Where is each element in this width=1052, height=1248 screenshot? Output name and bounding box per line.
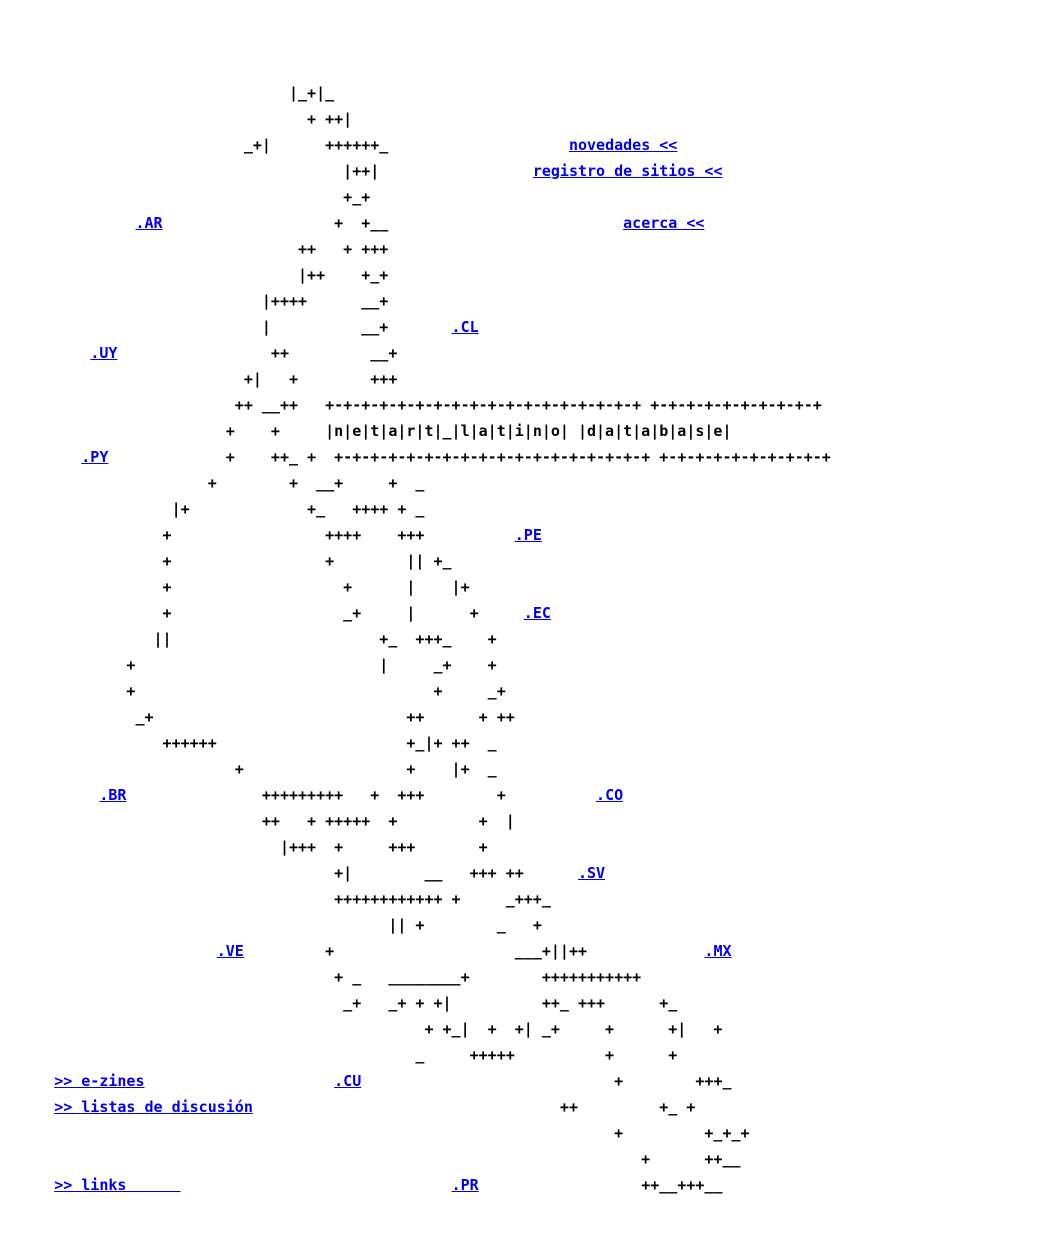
link-co[interactable]: .CO xyxy=(596,786,624,804)
ascii-art-segment: |++ +_+ xyxy=(0,266,389,284)
link-pr[interactable]: .PR xyxy=(451,1176,479,1194)
ascii-art-segment: ++++++ +_|+ ++ _ xyxy=(0,734,497,752)
ascii-art-segment: + + | |+ xyxy=(0,578,470,596)
ascii-art-segment xyxy=(0,942,217,960)
ascii-art-segment: |_+|_ xyxy=(0,84,335,102)
ascii-art-segment: + | _+ + xyxy=(0,656,497,674)
ascii-art-segment: ++ __++ +-+-+-+-+-+-+-+-+-+-+-+-+-+-+-+-… xyxy=(0,396,822,414)
ascii-art-segment: + _+ | + xyxy=(0,604,524,622)
ascii-art-segment: + + || +_ xyxy=(0,552,452,570)
ascii-art-segment xyxy=(388,136,569,154)
link-cl[interactable]: .CL xyxy=(451,318,479,336)
ascii-art-segment xyxy=(145,1072,335,1090)
link-registro-de-sitios[interactable]: registro de sitios << xyxy=(532,162,723,180)
ascii-art-segment: ++++++++++++ + _+++_ xyxy=(0,890,551,908)
ascii-art-segment: + +__ xyxy=(162,214,389,232)
ascii-art-segment: + _ ________+ +++++++++++ xyxy=(0,968,642,986)
ascii-art-segment: || + _ + xyxy=(0,916,542,934)
ascii-art-segment: ++__+++__ xyxy=(478,1176,723,1194)
ascii-art-segment: _+| ++++++_ xyxy=(0,136,389,154)
link-ar[interactable]: .AR xyxy=(135,214,163,232)
ascii-art-segment: _+ _+ + +| ++_ +++ +_ xyxy=(0,994,678,1012)
link-e-zines[interactable]: >> e-zines xyxy=(54,1072,145,1090)
ascii-art-segment: |++| xyxy=(0,162,380,180)
link-cu[interactable]: .CU xyxy=(334,1072,362,1090)
ascii-art-segment: + ++_ + +-+-+-+-+-+-+-+-+-+-+-+-+-+-+-+-… xyxy=(108,448,831,466)
ascii-art-segment: +| __ +++ ++ xyxy=(0,864,578,882)
link-acerca[interactable]: acerca << xyxy=(623,214,705,232)
ascii-art-segment: +| + +++ xyxy=(0,370,398,388)
ascii-art-segment: + + |+ _ xyxy=(0,760,497,778)
link-listas-de-discusi-n[interactable]: >> listas de discusión xyxy=(54,1098,253,1116)
ascii-art-segment xyxy=(0,448,81,466)
ascii-art-segment xyxy=(0,344,90,362)
ascii-art-segment xyxy=(379,162,533,180)
ascii-art-segment: + ++__ xyxy=(0,1150,741,1168)
ascii-art-segment xyxy=(0,1072,54,1090)
ascii-art-segment: |++++ __+ xyxy=(0,292,389,310)
ascii-art-segment xyxy=(587,942,704,960)
ascii-art-segment: + + _+ xyxy=(0,682,506,700)
ascii-art-segment: + ++++ +++ xyxy=(0,526,515,544)
ascii-art-segment: _ +++++ + + xyxy=(0,1046,678,1064)
ascii-art-segment xyxy=(0,1098,54,1116)
ascii-map-netart-latino: |_+|_ + ++| _+| ++++++_ novedades << |++… xyxy=(0,80,831,1198)
ascii-art-segment: + + __+ + _ xyxy=(0,474,425,492)
ascii-art-segment: + +_+_+ xyxy=(0,1124,750,1142)
ascii-art-segment xyxy=(0,786,99,804)
ascii-art-segment xyxy=(0,214,135,232)
ascii-art-segment xyxy=(388,214,623,232)
ascii-art-segment xyxy=(181,1176,452,1194)
link-uy[interactable]: .UY xyxy=(90,344,118,362)
ascii-art-segment: |+++ + +++ + xyxy=(0,838,488,856)
ascii-art-segment xyxy=(0,1176,54,1194)
ascii-art-segment: + +_| + +| _+ + +| + xyxy=(0,1020,723,1038)
link-py[interactable]: .PY xyxy=(81,448,109,466)
link-sv[interactable]: .SV xyxy=(577,864,606,882)
ascii-art-segment: ++ + +++++ + + | xyxy=(0,812,515,830)
link-mx[interactable]: .MX xyxy=(704,942,732,960)
link-br[interactable]: .BR xyxy=(99,786,127,804)
ascii-art-segment: ++ +_ + xyxy=(252,1098,696,1116)
ascii-art-segment: + + |n|e|t|a|r|t|_|l|a|t|i|n|o| |d|a|t|a… xyxy=(0,422,732,440)
ascii-art-segment: ++ + +++ xyxy=(0,240,389,258)
link-pe[interactable]: .PE xyxy=(514,526,542,544)
ascii-art-segment: +_+ xyxy=(0,188,371,206)
ascii-art-segment: +++++++++ + +++ + xyxy=(126,786,597,804)
link-ec[interactable]: .EC xyxy=(523,604,551,622)
ascii-art-segment: | __+ xyxy=(0,318,452,336)
link-novedades[interactable]: novedades << xyxy=(568,136,678,154)
ascii-art-segment: + ___+||++ xyxy=(243,942,588,960)
ascii-art-segment: _+ ++ + ++ xyxy=(0,708,515,726)
link-ve[interactable]: .VE xyxy=(216,942,244,960)
ascii-art-segment: |+ +_ ++++ + _ xyxy=(0,500,425,518)
ascii-art-segment: + +++_ xyxy=(361,1072,732,1090)
ascii-art-segment: + ++| xyxy=(0,110,353,128)
link-links[interactable]: >> links xyxy=(54,1176,181,1194)
ascii-art-segment: || +_ +++_ + xyxy=(0,630,497,648)
ascii-art-segment: ++ __+ xyxy=(117,344,398,362)
